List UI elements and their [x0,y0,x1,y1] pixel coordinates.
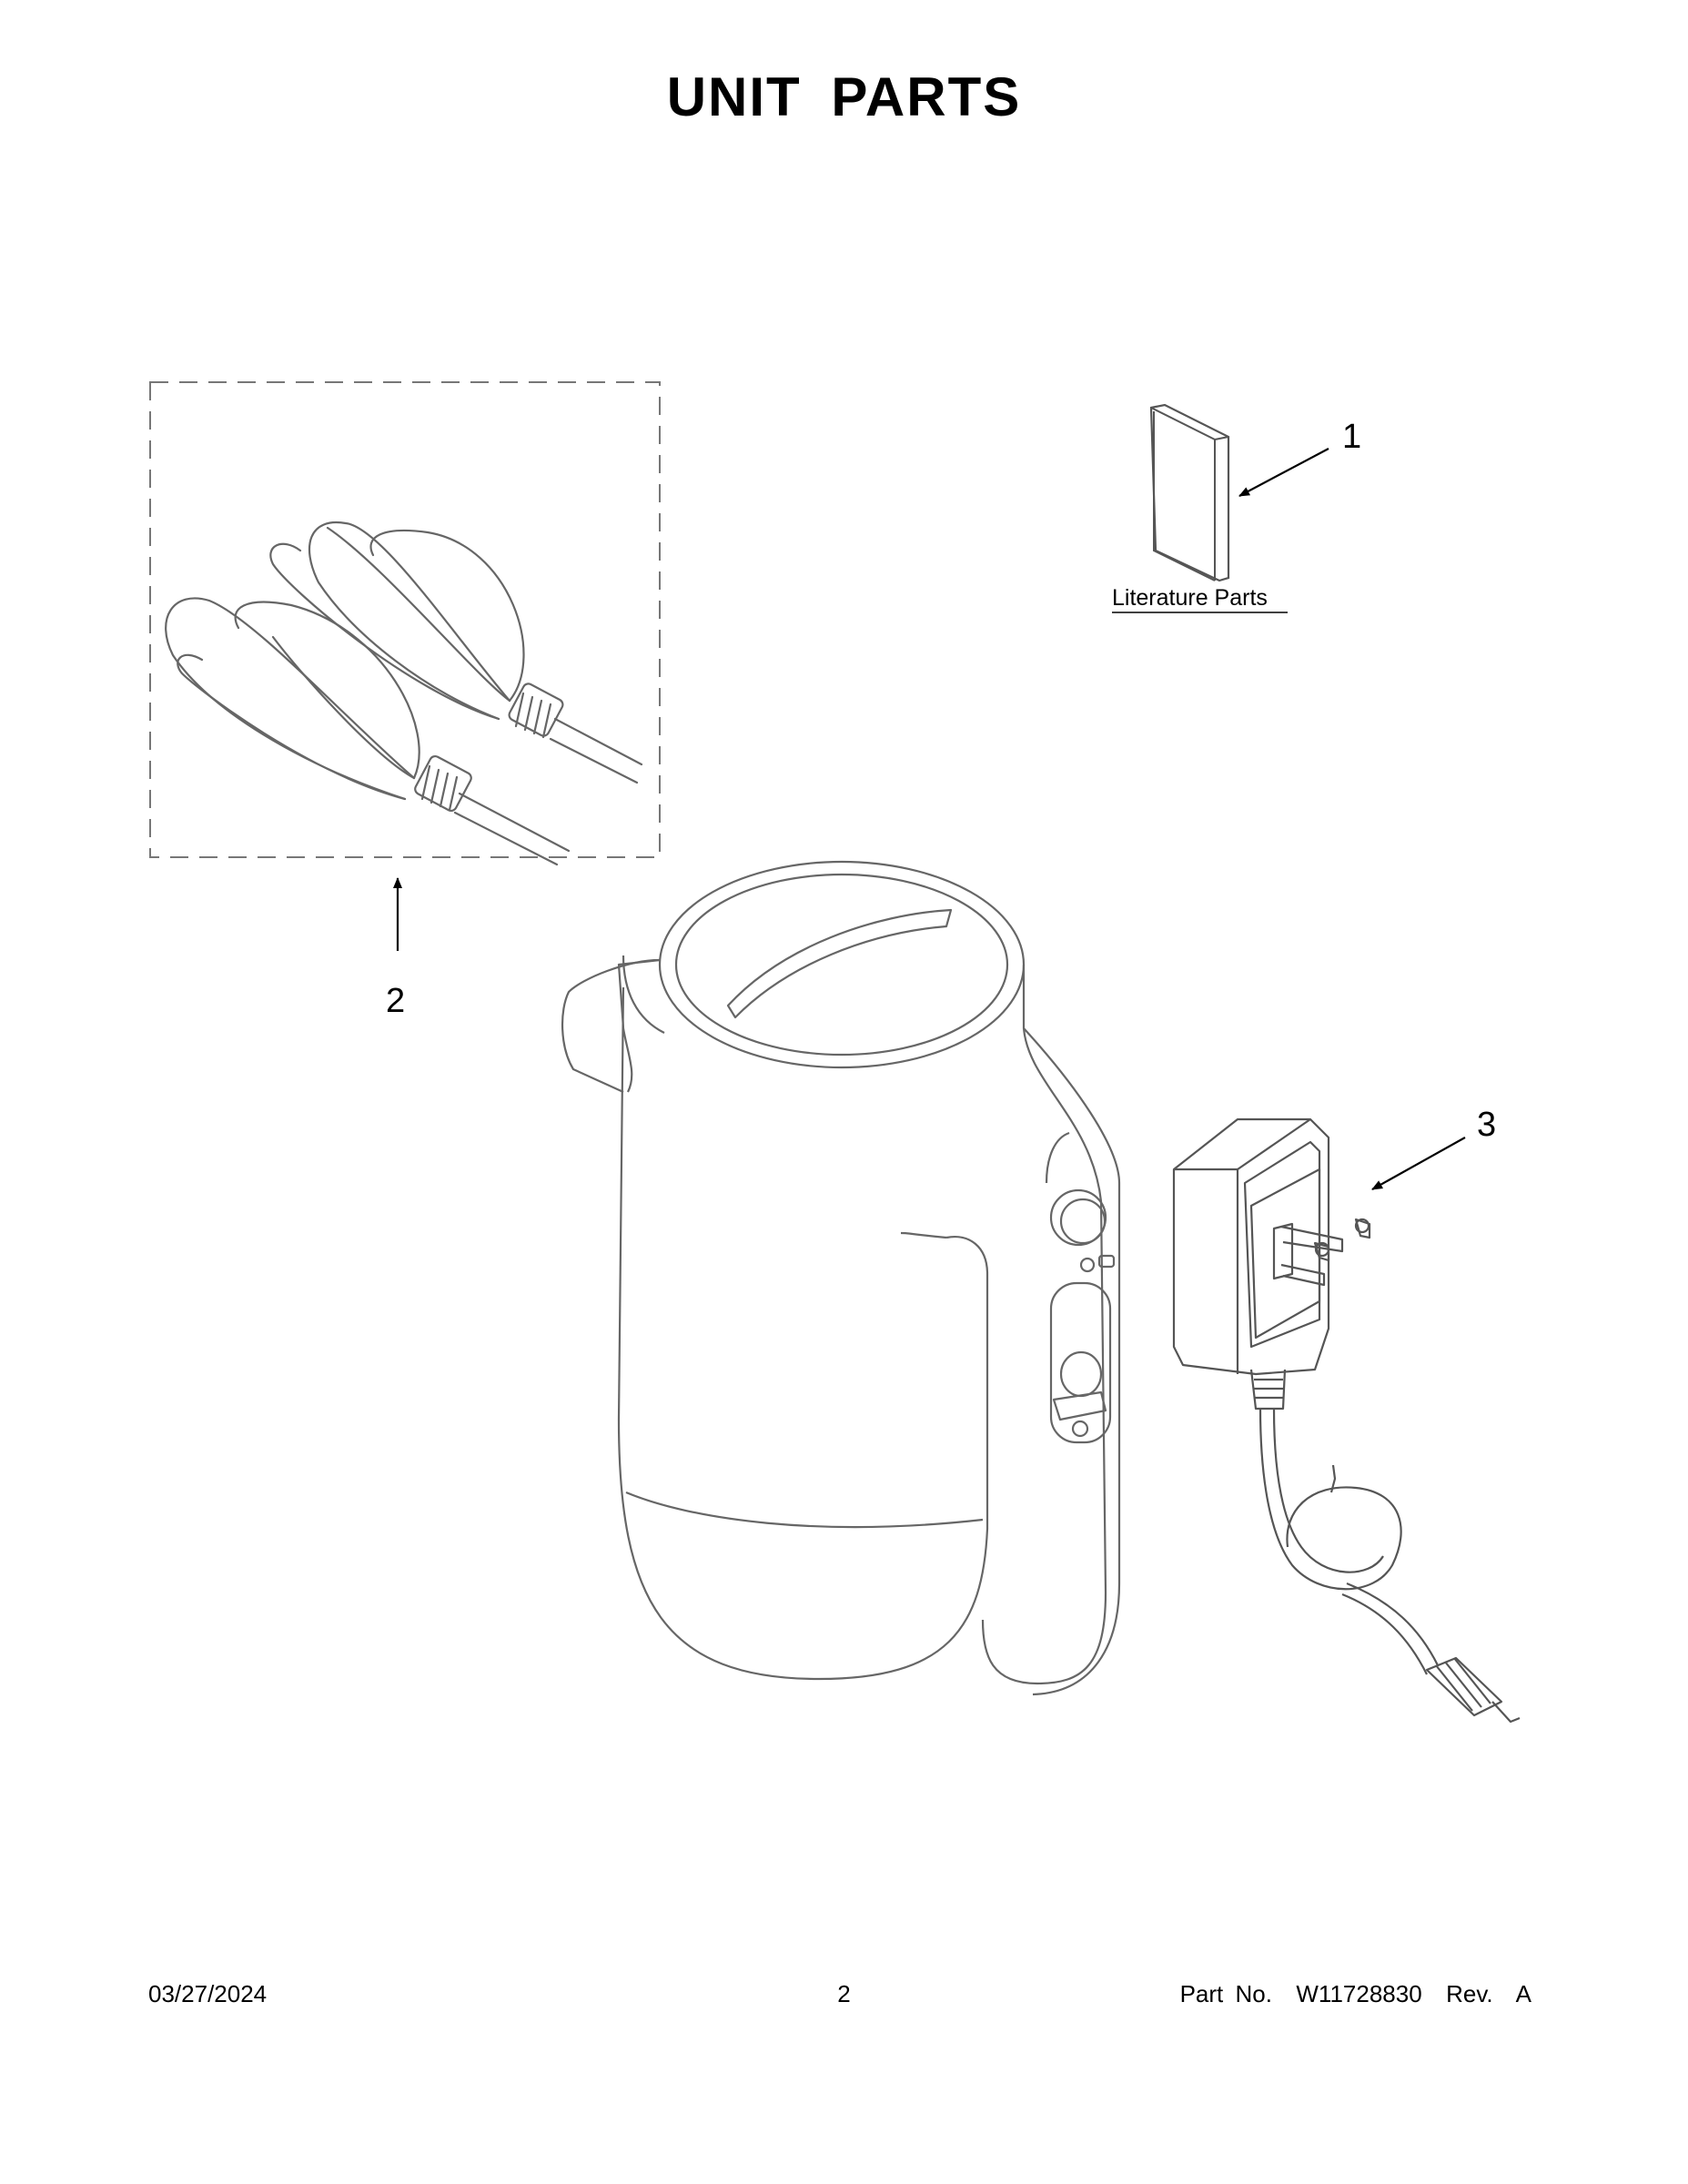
page-title: UNIT PARTS [666,66,1022,127]
footer-page-number: 2 [837,1980,851,2007]
callout-3-number: 3 [1477,1106,1496,1144]
callout-3-leader [1371,1137,1466,1190]
power-adapter-part[interactable] [1172,1117,1521,1724]
literature-parts-card[interactable] [1149,403,1230,582]
callout-1-number: 1 [1342,418,1361,456]
footer-part-number: Part No. W11728830 Rev. A [1179,1980,1531,2007]
callout-2-number: 2 [386,982,405,1020]
beaters-dashed-box [149,381,661,858]
callout-1-leader [1238,448,1329,497]
footer-date: 03/27/2024 [148,1980,268,2007]
beaters-part[interactable] [149,381,661,866]
hand-mixer-body [561,860,1121,1696]
literature-parts-label: Literature Parts [1112,585,1268,611]
